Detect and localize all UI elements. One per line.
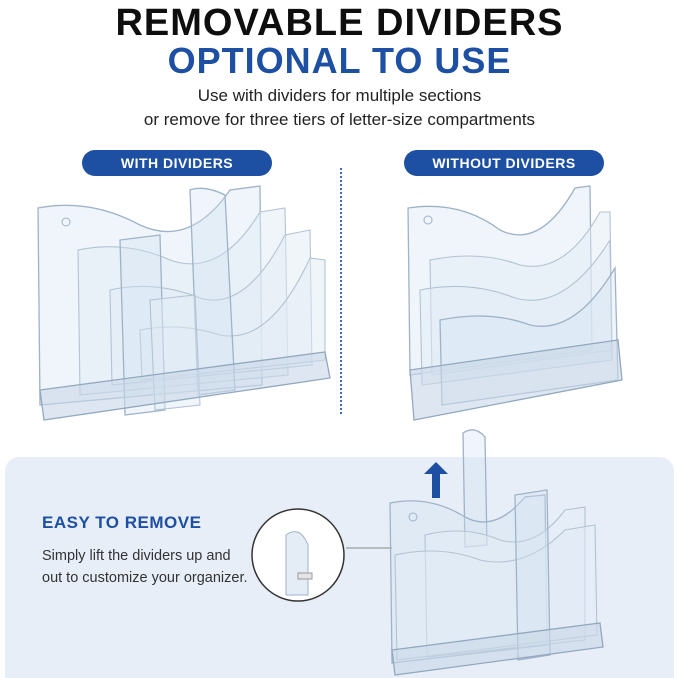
easy-remove-text: Simply lift the dividers up and out to c… bbox=[42, 548, 248, 586]
label-with-dividers: WITH DIVIDERS bbox=[82, 150, 272, 176]
easy-remove-title: EASY TO REMOVE bbox=[42, 513, 202, 532]
title-line1: REMOVABLE DIVIDERS bbox=[115, 2, 564, 44]
organizer-without-dividers-image bbox=[407, 185, 623, 421]
arrow-up-icon bbox=[424, 462, 448, 498]
subtitle-line2: or remove for three tiers of letter-size… bbox=[143, 110, 536, 129]
label-without-dividers: WITHOUT DIVIDERS bbox=[404, 150, 604, 176]
connector-line bbox=[346, 547, 392, 549]
subtitle-line1: Use with dividers for multiple sections bbox=[197, 86, 482, 105]
zoom-detail-image bbox=[251, 508, 345, 602]
organizer-with-dividers-image bbox=[37, 185, 331, 421]
organizer-lift-image bbox=[389, 429, 604, 676]
dotted-divider bbox=[340, 168, 342, 414]
title-line2: OPTIONAL TO USE bbox=[167, 40, 512, 81]
